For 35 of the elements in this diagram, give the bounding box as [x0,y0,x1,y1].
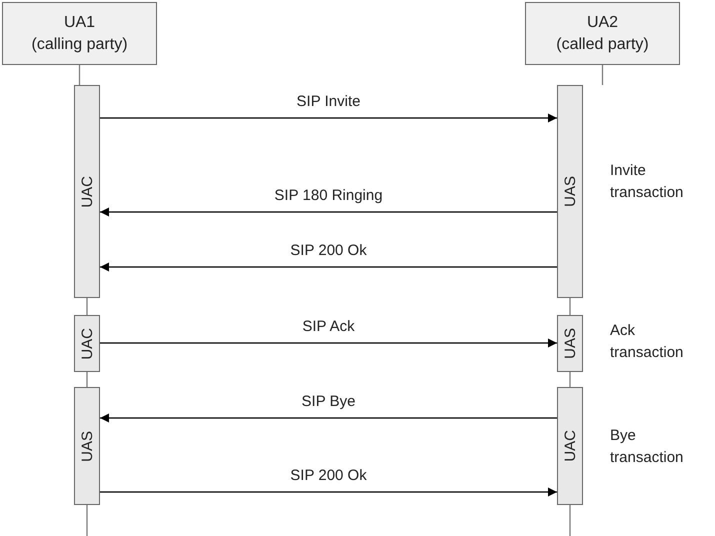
message-arrow [100,262,557,272]
activation-bar [557,85,583,298]
message-arrow [100,114,557,122]
role-label: UAS [78,430,96,462]
role-label: UAS [562,176,578,207]
role-label: UAC [78,328,96,360]
activation-bar [74,387,100,505]
participant-role: (calling party) [31,34,128,54]
activation-bar [74,315,100,372]
activation-bar [557,387,583,505]
lifeline [569,505,571,536]
message-arrow [100,208,557,216]
message-arrow [100,414,557,422]
participant-role: (called party) [556,34,649,54]
participant-box [2,2,157,65]
role-label: UAS [562,328,578,359]
lifeline [78,65,80,85]
activation-bar [557,315,583,372]
participant-box [525,2,680,65]
message-arrow [100,338,557,348]
lifeline [86,505,88,536]
transaction-label: Invite transaction [610,161,684,203]
role-label: UAC [562,430,578,462]
lifeline [569,298,571,315]
lifeline [602,65,604,85]
message-arrow [100,488,557,496]
activation-bar [74,85,100,298]
participant-name: UA2 [586,12,618,33]
transaction-label: Ack transaction [610,321,684,363]
role-label: UAC [78,176,96,208]
participant-name: UA1 [64,12,96,33]
lifeline [569,372,571,387]
transaction-label: Bye transaction [610,426,684,468]
lifeline [86,298,88,315]
lifeline [86,372,88,387]
